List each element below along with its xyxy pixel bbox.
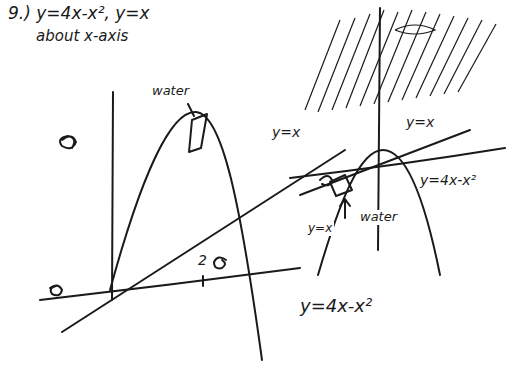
- scribble-mark: [320, 176, 332, 185]
- arrow-line: [344, 200, 346, 218]
- tick-label: 2: [196, 252, 209, 268]
- axis-note: about x-axis: [34, 28, 130, 45]
- hatching: [305, 10, 496, 112]
- scribble-mark: [60, 136, 76, 148]
- region-label: water: [358, 210, 399, 225]
- water-region: [189, 114, 207, 152]
- problem-statement: 9.) y=4x-x², y=x: [6, 4, 152, 24]
- water-region: [330, 175, 352, 196]
- arrow-head: [340, 199, 350, 206]
- tick-mark: [202, 276, 204, 286]
- scribble-mark: [50, 285, 62, 295]
- y-axis: [112, 92, 113, 300]
- line-label: y=x: [270, 124, 302, 140]
- x-axis: [40, 268, 300, 300]
- region-label: water: [150, 84, 191, 99]
- curve-label: y=4x-x²: [418, 172, 478, 188]
- line-label: y=x: [306, 222, 334, 236]
- curve-label: y=4x-x²: [298, 296, 374, 317]
- scribble-mark: [214, 257, 226, 268]
- parabola-curve: [110, 112, 262, 360]
- parabola-curve: [318, 150, 440, 275]
- line-label: y=x: [404, 114, 436, 130]
- leader-line: [188, 104, 194, 116]
